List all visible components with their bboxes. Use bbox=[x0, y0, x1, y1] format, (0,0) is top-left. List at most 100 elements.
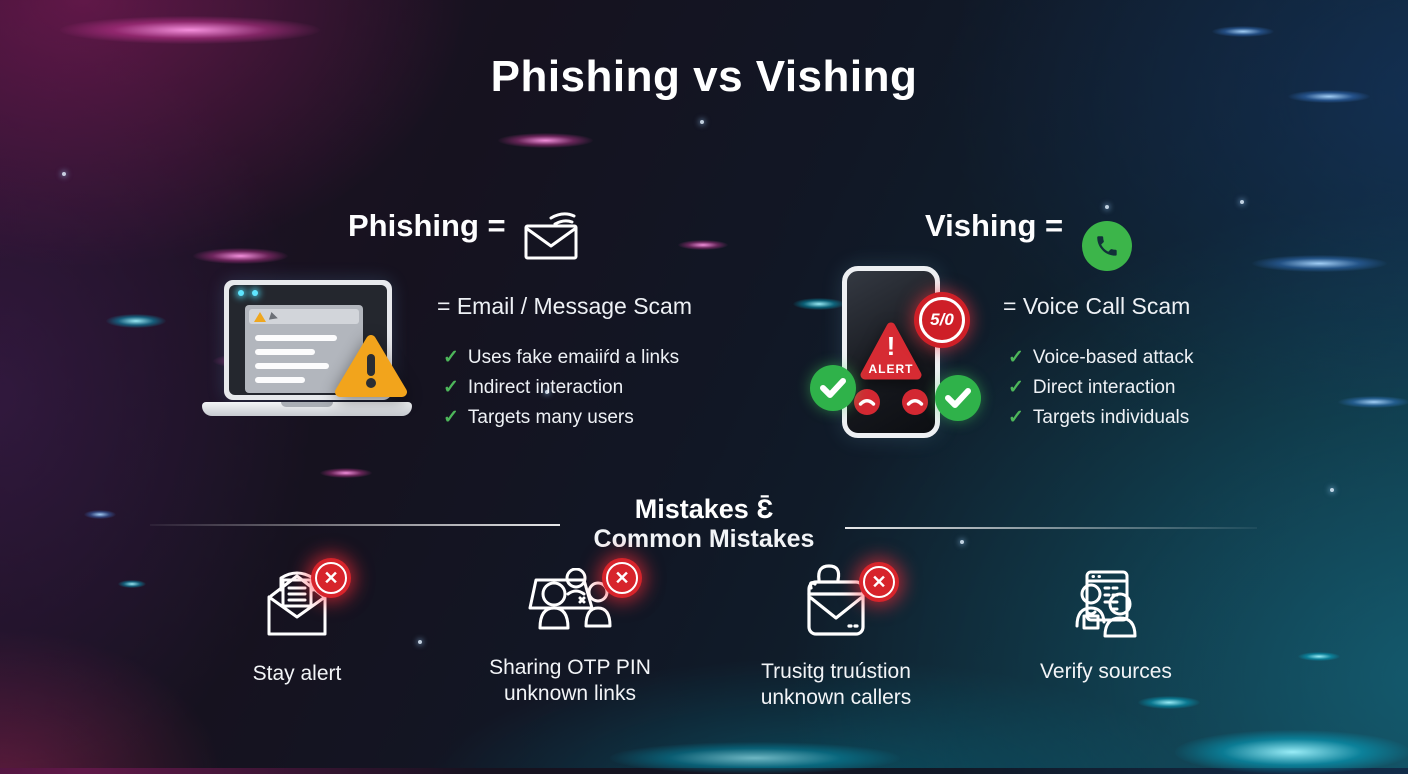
phishing-point: ✓ Uses fake emaiiŕd a links bbox=[443, 346, 679, 369]
mistake-label-line1: Sharing OTP PIN bbox=[489, 656, 651, 679]
point-text: Voice-based attack bbox=[1032, 346, 1194, 368]
point-text: Targets many users bbox=[467, 406, 634, 428]
people-window-icon bbox=[1067, 566, 1145, 642]
divider-line-left bbox=[150, 524, 560, 526]
star-dot bbox=[62, 172, 66, 176]
check-icon: ✓ bbox=[1008, 407, 1024, 428]
point-text: Indirect interaction bbox=[467, 376, 624, 398]
point-text: Targets individuals bbox=[1032, 406, 1190, 428]
green-check-bubble-icon bbox=[810, 365, 856, 411]
vishing-point: ✓ Direct interaction bbox=[1008, 376, 1193, 399]
mistake-label-line1: Trusitg truústion bbox=[761, 660, 911, 683]
envelope-lines-icon bbox=[522, 208, 580, 260]
laptop-notch bbox=[281, 402, 333, 407]
phone-illustration: ! ALERT bbox=[842, 266, 940, 438]
people-group-icon: ✕ bbox=[518, 558, 642, 636]
text-line bbox=[255, 377, 305, 383]
scam-rating-badge: 5/0 bbox=[914, 292, 970, 348]
star-dot bbox=[700, 120, 704, 124]
mistake-label-line1: Stay alert bbox=[252, 662, 342, 685]
lens-flare bbox=[610, 742, 900, 774]
phishing-point: ✓ Targets many users bbox=[443, 406, 679, 429]
lens-flare bbox=[1298, 652, 1340, 661]
lens-flare bbox=[118, 580, 146, 588]
mistake-label: Sharing OTP PIN unknown links bbox=[430, 655, 710, 708]
x-badge-icon: ✕ bbox=[859, 562, 899, 602]
lens-flare bbox=[193, 248, 288, 264]
badge-number: 5/0 bbox=[930, 310, 954, 329]
star-dot bbox=[1105, 205, 1109, 209]
check-icon: ✓ bbox=[443, 407, 459, 428]
phishing-point: ✓ Indirect interaction bbox=[443, 376, 679, 399]
text-line bbox=[255, 363, 329, 369]
check-icon: ✓ bbox=[443, 377, 459, 398]
email-window-header bbox=[249, 309, 359, 324]
mistake-label-line1: Verify sources bbox=[1040, 660, 1172, 683]
vishing-heading: Vishing = bbox=[925, 208, 1064, 243]
lens-flare bbox=[678, 240, 728, 250]
mistakes-heading-line1: Mistakes Ɛ̄ bbox=[634, 494, 774, 524]
mistake-label-line2: unknown callers bbox=[760, 686, 912, 710]
laptop-display bbox=[229, 285, 387, 395]
lens-flare bbox=[1175, 730, 1408, 774]
lens-flare bbox=[1252, 255, 1387, 272]
star-dot bbox=[960, 540, 964, 544]
decline-call-icon bbox=[902, 389, 928, 415]
phishing-heading-row: Phishing = bbox=[348, 208, 580, 260]
check-icon: ✓ bbox=[443, 347, 459, 368]
x-badge-icon: ✕ bbox=[311, 558, 351, 598]
vishing-heading-row: Vishing = bbox=[925, 208, 1133, 272]
mini-warning-icon bbox=[254, 311, 266, 322]
vishing-point: ✓ Voice-based attack bbox=[1008, 346, 1193, 369]
lens-flare bbox=[498, 133, 593, 148]
phishing-subtitle: = Email / Message Scam bbox=[437, 293, 693, 319]
mistake-label: Trusitg truústion unknown callers bbox=[696, 659, 976, 712]
laptop-screen bbox=[224, 280, 392, 400]
mistake-item: ✕ Sharing OTP PIN unknown links bbox=[430, 558, 710, 708]
alert-exclamation: ! bbox=[887, 331, 896, 361]
phishing-heading: Phishing = bbox=[348, 208, 506, 243]
vishing-points: ✓ Voice-based attack ✓ Direct interactio… bbox=[1008, 346, 1193, 429]
cursor-icon bbox=[268, 311, 280, 322]
open-envelope-icon: ✕ bbox=[259, 558, 351, 644]
point-text: Direct interaction bbox=[1032, 376, 1176, 398]
mistake-label-line2: unknown links bbox=[504, 682, 636, 706]
star-dot bbox=[1240, 200, 1244, 204]
lens-flare bbox=[1138, 696, 1200, 709]
lens-flare bbox=[1212, 26, 1274, 37]
star-dot bbox=[545, 390, 549, 394]
x-badge-icon: ✕ bbox=[602, 558, 642, 598]
lens-flare bbox=[1338, 396, 1408, 408]
mistake-item: ✕ Trusitg truústion unknown callers bbox=[696, 562, 976, 712]
lens-flare bbox=[320, 468, 372, 478]
alert-triangle-icon: ! ALERT bbox=[859, 321, 923, 383]
mistake-label: Stay alert bbox=[157, 661, 437, 687]
text-line bbox=[255, 335, 337, 341]
glow-dot-icon bbox=[238, 290, 244, 296]
point-text: Uses fake emaiiŕd a links bbox=[467, 346, 680, 368]
page-title: Phishing vs Vishing bbox=[490, 52, 918, 101]
star-dot bbox=[1330, 488, 1334, 492]
lens-flare bbox=[60, 16, 320, 44]
mistakes-heading-line2: Common Mistakes bbox=[593, 525, 815, 553]
decline-call-icon bbox=[854, 389, 880, 415]
envelope-person-icon: ✕ bbox=[795, 562, 899, 644]
check-icon: ✓ bbox=[1008, 347, 1024, 368]
glow-dot-icon bbox=[252, 290, 258, 296]
alert-label: ALERT bbox=[869, 362, 914, 376]
mistake-item: Verify sources bbox=[966, 566, 1246, 685]
lens-flare bbox=[106, 314, 166, 328]
laptop-illustration bbox=[202, 280, 412, 416]
vishing-point: ✓ Targets individuals bbox=[1008, 406, 1193, 429]
check-icon: ✓ bbox=[1008, 377, 1024, 398]
laptop-base bbox=[202, 402, 412, 416]
vishing-subtitle: = Voice Call Scam bbox=[1003, 293, 1191, 319]
mistakes-heading: Mistakes Ɛ̄ Common Mistakes bbox=[0, 496, 1408, 552]
phishing-points: ✓ Uses fake emaiiŕd a links ✓ Indirect i… bbox=[443, 346, 679, 429]
mistake-item: ✕ Stay alert bbox=[157, 558, 437, 687]
phone-call-icon bbox=[1081, 220, 1133, 272]
text-line bbox=[255, 349, 315, 355]
warning-triangle-icon bbox=[334, 334, 408, 400]
star-dot bbox=[418, 640, 422, 644]
mistake-label: Verify sources bbox=[966, 659, 1246, 685]
